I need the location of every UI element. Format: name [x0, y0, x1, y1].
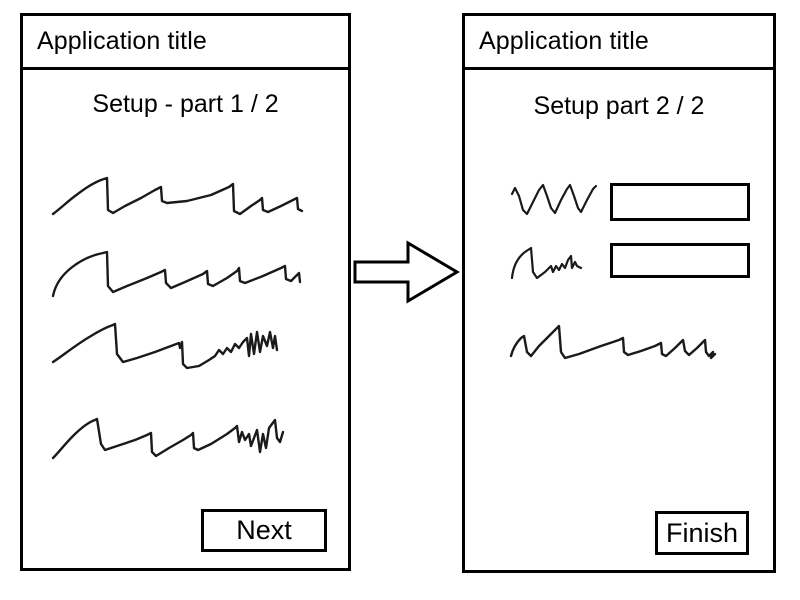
sketch-text-line [51, 250, 302, 298]
wizard-window-step-2: Application title Setup part 2 / 2 Finis… [462, 13, 776, 573]
sketch-text-line [51, 417, 285, 460]
titlebar-right: Application title [465, 16, 773, 70]
sketch-text-line [51, 176, 304, 216]
window-body-right: Setup part 2 / 2 Finish [465, 70, 773, 570]
page-title: Setup part 2 / 2 [533, 92, 705, 120]
text-field-1[interactable] [610, 183, 750, 221]
arrow-right-icon [353, 240, 460, 304]
application-title: Application title [479, 27, 649, 55]
wizard-window-step-1: Application title Setup - part 1 / 2 Nex… [20, 13, 351, 571]
window-body-left: Setup - part 1 / 2 Next [23, 70, 348, 568]
next-button[interactable]: Next [201, 509, 327, 552]
application-title: Application title [37, 27, 207, 55]
field-label-sketch [510, 246, 583, 280]
finish-button[interactable]: Finish [655, 511, 749, 555]
field-label-sketch [510, 183, 598, 216]
titlebar-left: Application title [23, 16, 348, 70]
page-title: Setup - part 1 / 2 [92, 90, 279, 118]
sketch-text-line [51, 322, 279, 370]
text-field-2[interactable] [610, 243, 750, 278]
sketch-text-line [509, 324, 717, 360]
